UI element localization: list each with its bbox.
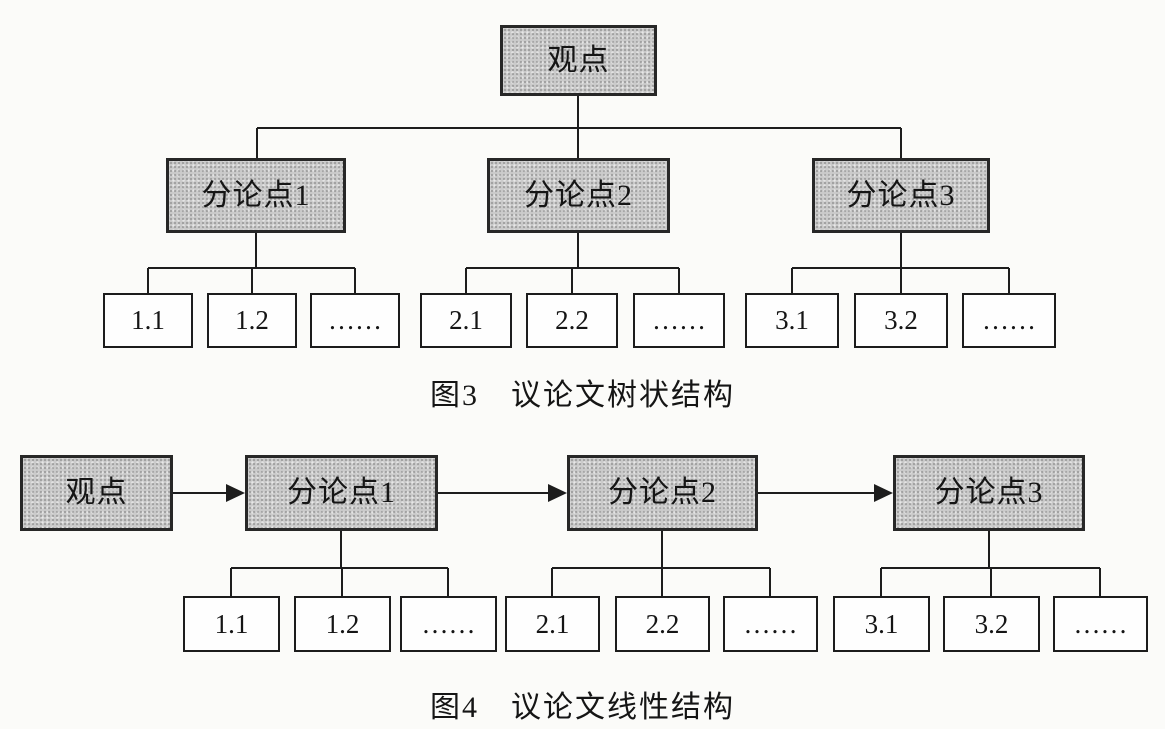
arrowhead-icon (874, 484, 893, 502)
fig3-leaf-2-more: …… (633, 293, 725, 348)
fig3-leaf-3-1: 3.1 (745, 293, 839, 348)
fig4-leaf-3-1: 3.1 (833, 596, 930, 652)
arrowhead-icon (548, 484, 567, 502)
fig4-branch-1-node: 分论点1 (245, 455, 438, 531)
fig3-root-node: 观点 (500, 25, 657, 96)
fig4-root-node: 观点 (20, 455, 173, 531)
fig3-leaf-1-2: 1.2 (207, 293, 297, 348)
fig4-leaf-2-2: 2.2 (615, 596, 710, 652)
fig4-branch-2-node: 分论点2 (567, 455, 758, 531)
fig4-leaf-1-more: …… (400, 596, 497, 652)
fig3-caption: 图3 议论文树状结构 (430, 379, 735, 412)
fig4-branch-3-node: 分论点3 (893, 455, 1085, 531)
fig3-leaf-2-2: 2.2 (526, 293, 618, 348)
fig4-leaf-1-1: 1.1 (183, 596, 280, 652)
fig4-leaf-2-1: 2.1 (505, 596, 600, 652)
fig3-leaf-3-2: 3.2 (854, 293, 948, 348)
fig3-leaf-2-1: 2.1 (420, 293, 512, 348)
fig4-caption: 图4 议论文线性结构 (430, 691, 735, 724)
fig3-branch-2-node: 分论点2 (487, 158, 670, 233)
fig4-leaf-3-more: …… (1053, 596, 1148, 652)
arrowhead-icon (226, 484, 245, 502)
fig3-branch-3-node: 分论点3 (812, 158, 990, 233)
fig4-linear-connectors (173, 484, 1101, 596)
fig4-leaf-1-2: 1.2 (294, 596, 391, 652)
fig4-leaf-3-2: 3.2 (943, 596, 1040, 652)
fig3-tree-connectors (147, 96, 1010, 293)
fig3-leaf-1-more: …… (310, 293, 400, 348)
fig3-leaf-1-1: 1.1 (103, 293, 193, 348)
fig4-leaf-2-more: …… (723, 596, 818, 652)
fig3-leaf-3-more: …… (962, 293, 1056, 348)
fig3-branch-1-node: 分论点1 (166, 158, 346, 233)
